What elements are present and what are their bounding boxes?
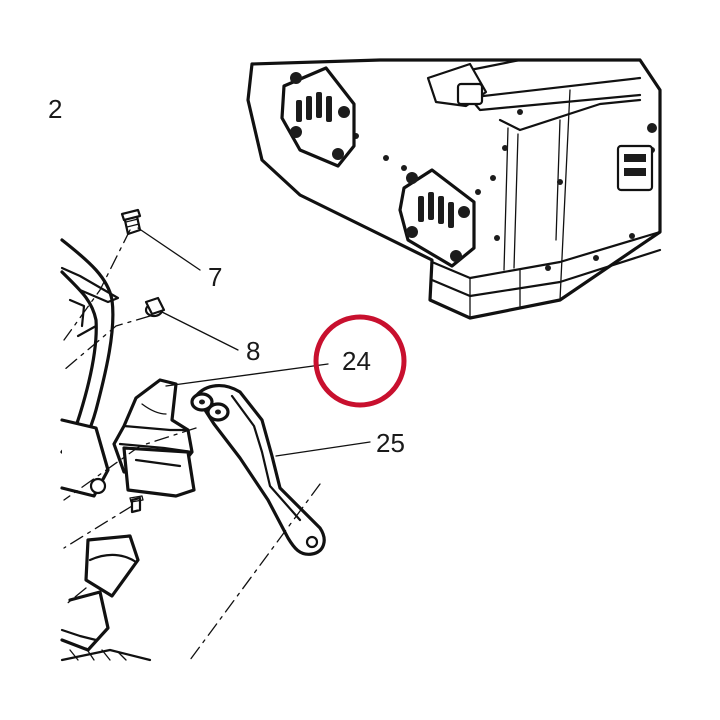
left-bracket-drawing	[60, 208, 166, 662]
callout-7: 7	[208, 262, 222, 292]
callout-24: 24	[342, 346, 371, 376]
callout-edge-fragment: 2	[48, 94, 62, 124]
part-24-bracket-drawing	[112, 378, 196, 498]
leader-lines	[137, 227, 371, 457]
highlight-circle	[313, 314, 407, 408]
part-25-arm-drawing	[190, 384, 326, 556]
callout-25: 25	[376, 428, 405, 458]
top-case-drawing	[246, 58, 662, 320]
assembly-centerlines	[63, 229, 321, 661]
callout-8: 8	[246, 336, 260, 366]
